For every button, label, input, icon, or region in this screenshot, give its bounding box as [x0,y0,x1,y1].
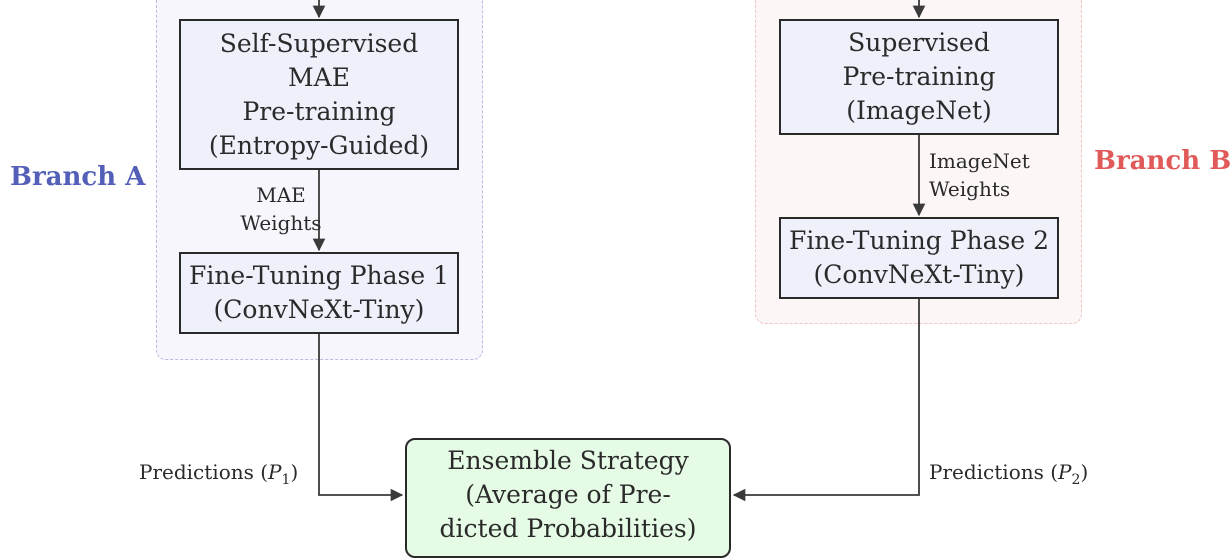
predictions-p1-text: Predictions ( [139,460,269,484]
pretrain-b-line-3: (ImageNet) [846,96,992,125]
pretrain-a-line-3: Pre-training [242,96,396,126]
ensemble-line-1: Ensemble Strategy [447,446,689,475]
predictions-p2-label: Predictions (P2) [929,458,1088,494]
predictions-p2-close: ) [1080,460,1089,484]
predictions-p1-sub: 1 [281,472,291,488]
imagenet-weights-line-2: Weights [929,177,1011,201]
predictions-p2-sub: 2 [1071,472,1081,488]
mae-weights-line-2: Weights [240,211,322,235]
pretrain-a-line-1: Self-Supervised [219,28,419,58]
pretrain-a-line-4: (Entropy-Guided) [208,130,430,160]
finetune-node-b: Fine-Tuning Phase 2 (ConvNeXt-Tiny) [779,217,1059,299]
finetune-a-line-1: Fine-Tuning Phase 1 [188,261,450,290]
ensemble-line-3: dicted Probabilities) [439,514,697,543]
branch-a-label: Branch A [10,162,146,192]
predictions-p1-close: ) [290,460,299,484]
pretrain-b-line-1: Supervised [848,28,990,57]
mae-weights-label: MAE Weights [226,181,336,237]
branch-b-label: Branch B [1094,146,1230,176]
finetune-b-line-2: (ConvNeXt-Tiny) [813,260,1025,289]
predictions-p1-var: P [268,460,282,484]
finetune-node-a: Fine-Tuning Phase 1 (ConvNeXt-Tiny) [179,252,459,334]
pretrain-node-b: Supervised Pre-training (ImageNet) [779,19,1059,135]
pretrain-node-a: Self-Supervised MAE Pre-training (Entrop… [179,19,459,170]
edge-finetune-a-to-ensemble [318,334,404,502]
predictions-p2-text: Predictions ( [929,460,1059,484]
finetune-b-line-1: Fine-Tuning Phase 2 [788,226,1050,255]
edge-finetune-b-to-ensemble [732,299,920,502]
ensemble-line-2: (Average of Pre- [465,480,671,509]
imagenet-weights-line-1: ImageNet [929,149,1030,173]
imagenet-weights-label: ImageNet Weights [929,147,1030,203]
edge-layer [312,0,926,502]
mae-weights-line-1: MAE [256,183,306,207]
predictions-p2-var: P [1058,460,1072,484]
predictions-p1-label: Predictions (P1) [139,458,298,494]
pretrain-b-line-2: Pre-training [842,62,996,91]
pretrain-a-line-2: MAE [288,62,350,92]
ensemble-node: Ensemble Strategy (Average of Pre- dicte… [405,438,731,558]
finetune-a-line-2: (ConvNeXt-Tiny) [213,295,425,324]
